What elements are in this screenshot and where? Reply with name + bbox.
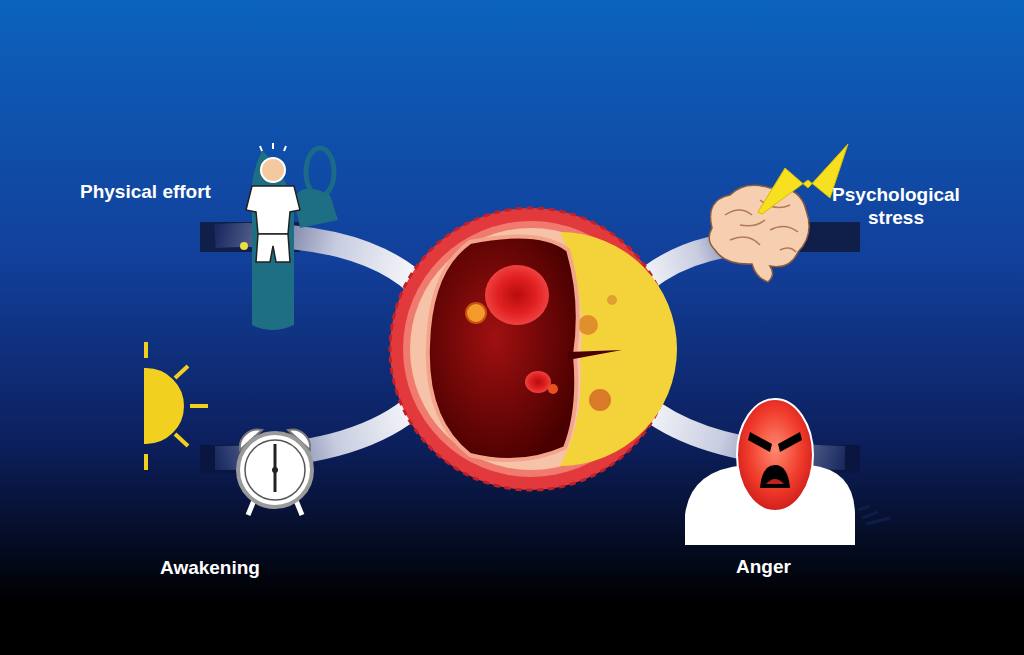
arrow-shaft: [215, 235, 425, 292]
clock-icon: [238, 430, 312, 515]
angry-face-icon: [685, 399, 890, 545]
sun-icon: [146, 342, 208, 470]
athlete-icon: [240, 143, 338, 330]
trigger-label: Physical effort: [80, 180, 245, 203]
brain-icon: [709, 144, 848, 282]
trigger-label: Psychological stress: [812, 183, 980, 229]
trigger-label: Anger: [736, 555, 816, 578]
artery-section: [390, 208, 677, 490]
trigger-label: Awakening: [160, 556, 300, 579]
